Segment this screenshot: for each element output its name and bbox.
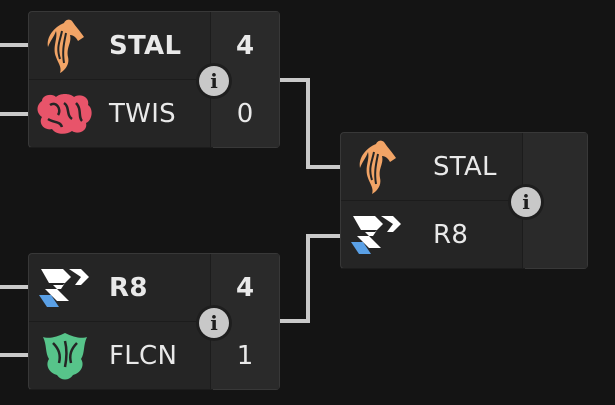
info-icon[interactable]: i [511,187,541,217]
team-name: STAL [433,151,497,182]
info-icon[interactable]: i [199,66,229,96]
r8-logo [341,201,413,268]
team-row-stal[interactable]: STAL [341,133,525,201]
team-row-stal[interactable]: STAL [29,12,213,80]
team-name: FLCN [109,340,178,371]
team-row-r8[interactable]: R8 [29,254,213,322]
match-card-final[interactable]: STAL R8 i [340,132,588,269]
team-row-r8[interactable]: R8 [341,201,525,269]
team-name: STAL [109,30,182,61]
team-name: R8 [109,272,148,303]
falcons-logo [29,322,101,389]
team-name: TWIS [109,98,176,129]
team-score: 4 [235,31,255,61]
team-score: 0 [236,99,254,129]
stallions-logo [341,133,413,200]
info-icon[interactable]: i [199,308,229,338]
connector-semi2-final [280,234,340,323]
team-name: R8 [433,219,469,250]
team-score: 4 [235,273,255,303]
team-row-twis[interactable]: TWIS [29,80,213,148]
match-card-2[interactable]: R8 4 FLCN 1 i [28,253,280,390]
team-row-flcn[interactable]: FLCN [29,322,213,390]
team-score: 1 [236,341,254,371]
stallions-logo [29,12,101,79]
connector-semi1-final [280,78,340,169]
r8-logo [29,254,101,321]
twisted-minds-logo [29,80,101,147]
match-card-1[interactable]: STAL 4 TWIS 0 i [28,11,280,148]
